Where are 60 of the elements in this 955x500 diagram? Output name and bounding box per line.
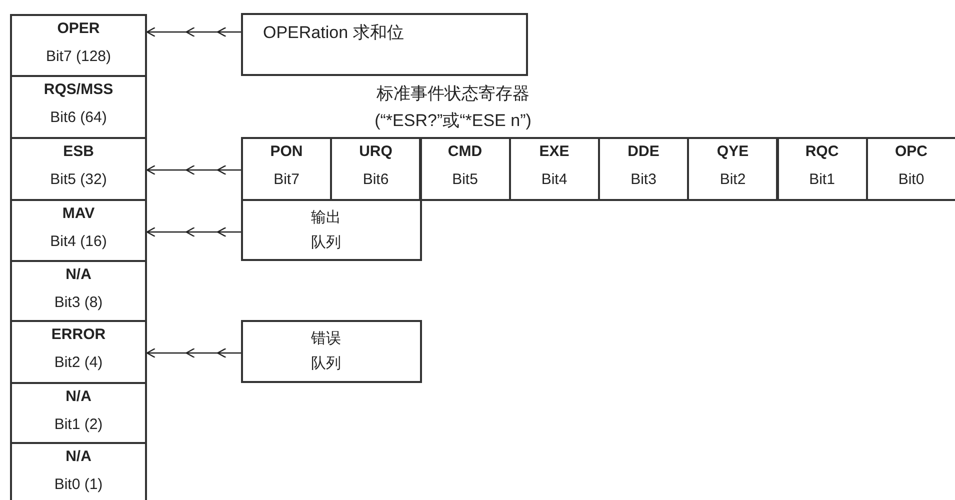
bit-label: Bit6 <box>362 171 390 188</box>
bit-name: N/A <box>64 388 92 405</box>
queue-label: 错误队列 <box>311 329 342 374</box>
bit-label: Bit1 (2) <box>53 416 104 433</box>
box-text: OPERation 求和位 <box>263 22 404 44</box>
arrow <box>147 28 241 36</box>
bit-name: N/A <box>64 266 92 283</box>
bit-name: RQS/MSS <box>42 81 114 98</box>
arrow <box>147 166 241 174</box>
bit-label: Bit4 (16) <box>49 233 108 250</box>
register-bit-cell <box>10 137 147 201</box>
register-bit-cell <box>10 382 147 444</box>
bit-label: Bit5 (32) <box>49 171 108 188</box>
queue-box <box>241 199 422 261</box>
register-bit-cell <box>420 137 510 201</box>
bit-name: URQ <box>358 143 394 160</box>
bit-label: Bit6 (64) <box>49 109 108 126</box>
register-bit-cell <box>10 14 147 77</box>
bit-name: PON <box>269 143 304 160</box>
bit-name: QYE <box>716 143 750 160</box>
bit-label: Bit3 <box>630 171 658 188</box>
register-bit-cell <box>508 137 600 201</box>
summary-bit-box <box>241 13 528 76</box>
bit-name: EXE <box>538 143 570 160</box>
register-bit-cell <box>598 137 689 201</box>
bit-label: Bit0 <box>897 171 926 188</box>
register-bit-cell <box>10 199 147 262</box>
bit-label: Bit5 <box>451 171 479 188</box>
bit-label: Bit7 (128) <box>44 48 112 65</box>
bit-name: CMD <box>446 143 484 160</box>
bit-name: MAV <box>61 205 96 222</box>
bit-label: Bit0 (1) <box>53 476 104 493</box>
register-command: (“*ESR?”或“*ESE n”) <box>374 110 532 132</box>
bit-label: Bit7 <box>272 171 300 188</box>
register-bit-cell <box>10 260 147 322</box>
register-bit-cell <box>330 137 422 201</box>
bit-label: Bit4 <box>540 171 568 188</box>
register-bit-cell <box>687 137 778 201</box>
bit-label: Bit2 (4) <box>53 354 104 371</box>
bit-name: N/A <box>64 448 92 465</box>
register-bit-cell <box>776 137 868 201</box>
arrow <box>147 228 241 236</box>
bit-name: RQC <box>804 143 840 160</box>
queue-box <box>241 320 422 383</box>
arrow <box>147 348 241 358</box>
register-bit-cell <box>10 442 147 500</box>
register-bit-cell <box>241 137 332 201</box>
bit-name: ERROR <box>50 326 107 343</box>
bit-name: OPER <box>56 20 101 37</box>
register-bit-cell <box>10 75 147 139</box>
bit-name: ESB <box>62 143 95 160</box>
bit-name: DDE <box>626 143 660 160</box>
register-bit-cell <box>10 320 147 384</box>
register-bit-cell <box>866 137 955 201</box>
bit-label: Bit3 (8) <box>53 294 104 311</box>
bit-name: OPC <box>894 143 928 160</box>
bit-label: Bit2 <box>718 171 747 188</box>
register-title: 标准事件状态寄存器 <box>376 83 530 105</box>
bit-label: Bit1 <box>808 171 836 188</box>
queue-label: 输出队列 <box>311 208 342 253</box>
